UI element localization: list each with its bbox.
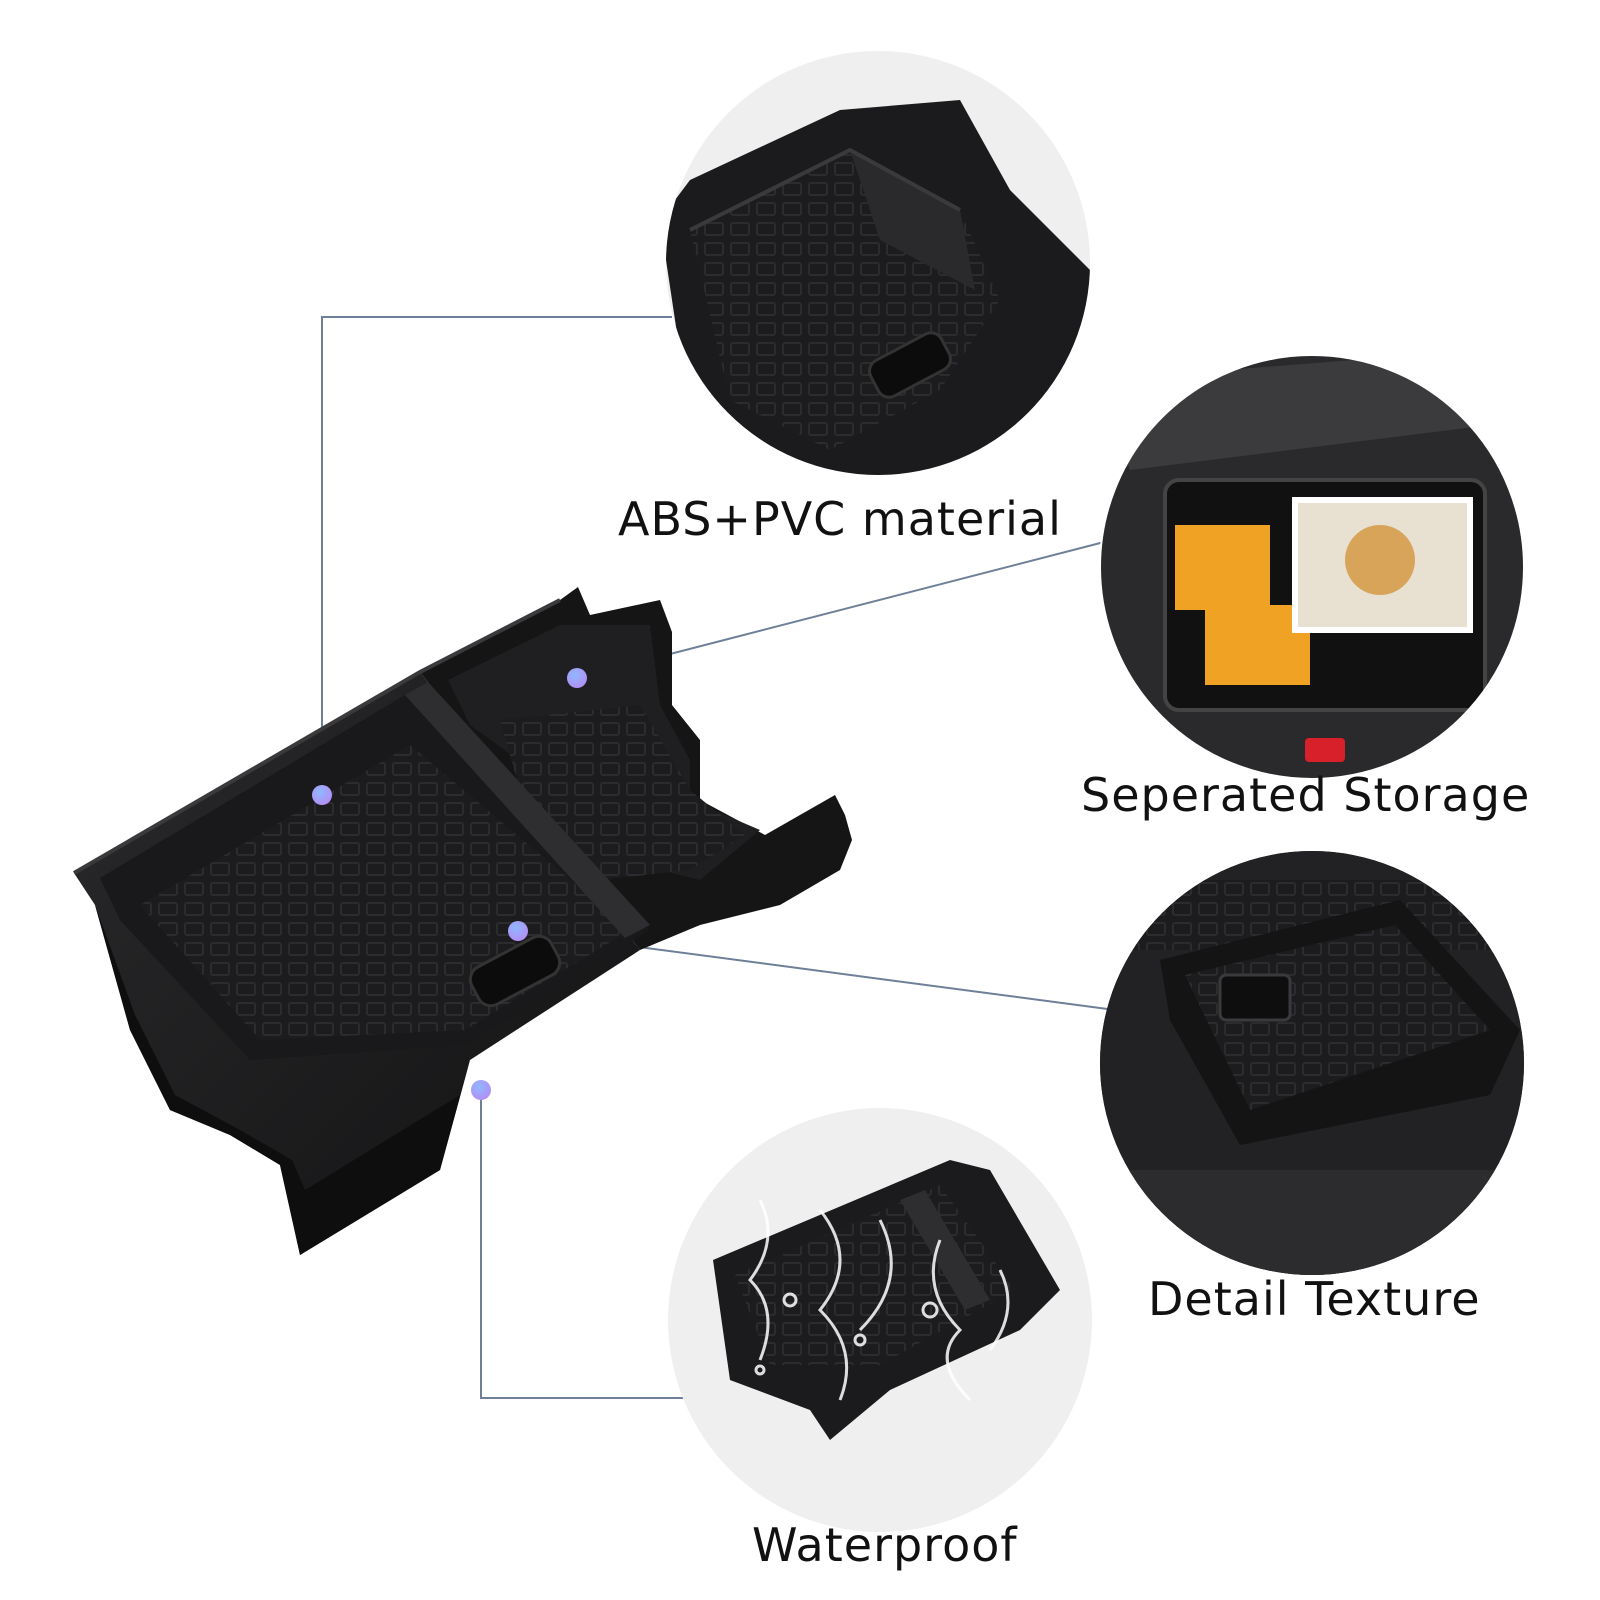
material-closeup-circle bbox=[666, 51, 1090, 475]
dot-material bbox=[312, 785, 332, 805]
label-abs-pvc-material: ABS+PVC material bbox=[618, 492, 1062, 546]
callout-dots bbox=[312, 668, 587, 1100]
water-splash bbox=[748, 1199, 1010, 1402]
red-button bbox=[1305, 738, 1345, 762]
main-tray-image bbox=[72, 587, 852, 1255]
dot-storage bbox=[567, 668, 587, 688]
connector-line-waterproof bbox=[480, 1090, 700, 1399]
dot-waterproof bbox=[471, 1080, 491, 1100]
label-waterproof: Waterproof bbox=[752, 1518, 1018, 1572]
snack-box-top bbox=[1175, 525, 1270, 610]
waterproof-closeup-circle bbox=[668, 1108, 1092, 1532]
dot-texture bbox=[508, 921, 528, 941]
storage-closeup-circle bbox=[1099, 354, 1525, 780]
connector-line-material bbox=[321, 316, 672, 795]
label-seperated-storage: Seperated Storage bbox=[1081, 768, 1531, 822]
texture-closeup-circle bbox=[1100, 851, 1524, 1275]
label-detail-texture: Detail Texture bbox=[1148, 1272, 1481, 1326]
